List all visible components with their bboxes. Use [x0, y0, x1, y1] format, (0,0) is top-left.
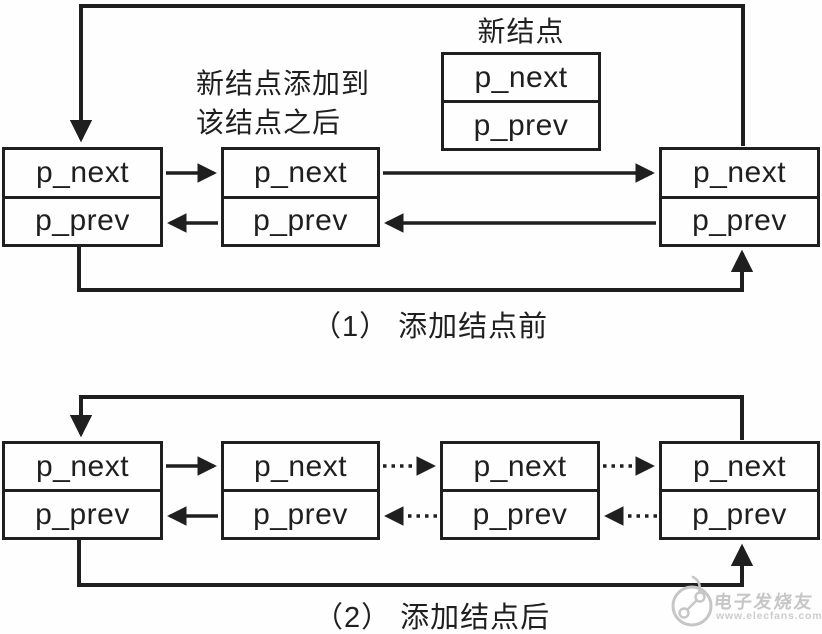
- p-next-cell: p_next: [253, 449, 348, 483]
- p-next-cell: p_next: [35, 155, 130, 189]
- after-node-1: p_next p_prev: [2, 441, 163, 540]
- p-prev-cell: p_prev: [444, 100, 598, 148]
- p-next-cell: p_next: [35, 449, 130, 483]
- p-prev-cell: p_prev: [224, 489, 377, 537]
- p-prev-cell: p_prev: [5, 195, 160, 245]
- before-loop-prev-first-to-last: [77, 246, 754, 292]
- p-prev-cell: p_prev: [224, 195, 377, 245]
- p-next-cell: p_next: [473, 449, 567, 483]
- caption-after-insertion: （2） 添加结点后: [314, 602, 551, 634]
- p-next-cell: p_next: [692, 155, 787, 189]
- p-next-cell: p_next: [474, 60, 568, 94]
- p-next-cell: p_next: [253, 155, 348, 189]
- after-node-4: p_next p_prev: [659, 441, 820, 540]
- after-loop-next-last-to-first: [69, 395, 744, 440]
- new-node-box: p_next p_prev: [441, 52, 601, 151]
- before-node-2: p_next p_prev: [221, 147, 380, 247]
- p-next-cell: p_next: [692, 449, 787, 483]
- after-loop-prev-first-to-last: [77, 539, 754, 587]
- new-node-title: 新结点: [477, 16, 565, 47]
- after-node-2: p_next p_prev: [221, 441, 380, 540]
- insertion-annotation: 新结点添加到 该结点之后: [196, 64, 370, 142]
- elecfans-logo-icon: [671, 575, 713, 627]
- before-node-3: p_next p_prev: [659, 147, 820, 247]
- before-loop-next-last-to-first: [69, 4, 745, 146]
- annotation-line-1: 新结点添加到: [196, 68, 371, 99]
- before-node-1: p_next p_prev: [2, 147, 163, 247]
- p-prev-cell: p_prev: [662, 195, 817, 245]
- after-node-3-new: p_next p_prev: [440, 441, 600, 540]
- annotation-line-2: 该结点之后: [196, 107, 342, 138]
- watermark-url: www.elecfans.com: [716, 610, 822, 622]
- p-prev-cell: p_prev: [662, 489, 817, 537]
- p-prev-cell: p_prev: [5, 489, 160, 537]
- p-prev-cell: p_prev: [443, 489, 597, 537]
- caption-before-insertion: （1） 添加结点前: [312, 311, 549, 343]
